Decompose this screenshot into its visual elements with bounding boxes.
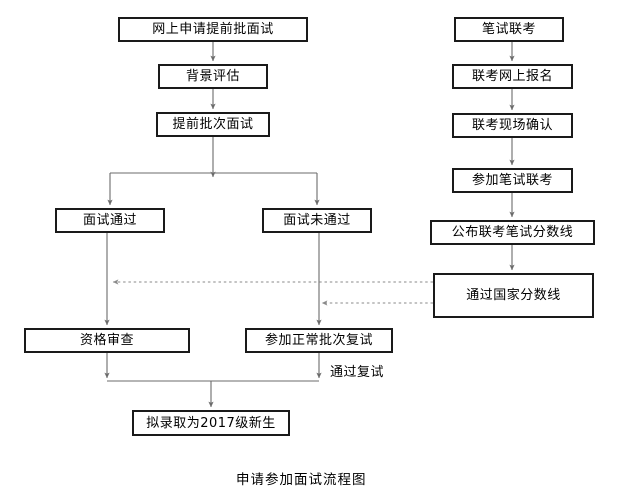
node-online-application[interactable]: 网上申请提前批面试 [118, 17, 308, 42]
node-interview-failed[interactable]: 面试未通过 [262, 208, 372, 233]
node-joint-exam-onsite-confirmation[interactable]: 联考现场确认 [452, 113, 573, 138]
node-background-assessment[interactable]: 背景评估 [158, 64, 268, 89]
node-normal-batch-reexam[interactable]: 参加正常批次复试 [245, 328, 393, 353]
node-early-batch-interview[interactable]: 提前批次面试 [156, 112, 270, 137]
node-admitted-2017-freshman[interactable]: 拟录取为2017级新生 [132, 410, 290, 436]
node-joint-exam-online-registration[interactable]: 联考网上报名 [452, 64, 573, 89]
edge-label-pass-reexam: 通过复试 [330, 365, 385, 380]
node-publish-score-line[interactable]: 公布联考笔试分数线 [430, 220, 595, 245]
node-interview-passed[interactable]: 面试通过 [55, 208, 165, 233]
node-qualification-review[interactable]: 资格审查 [24, 328, 190, 353]
node-written-joint-exam[interactable]: 笔试联考 [454, 17, 564, 42]
diagram-caption: 申请参加面试流程图 [236, 472, 367, 488]
node-pass-national-score-line[interactable]: 通过国家分数线 [433, 273, 594, 318]
node-take-written-joint-exam[interactable]: 参加笔试联考 [452, 168, 573, 193]
